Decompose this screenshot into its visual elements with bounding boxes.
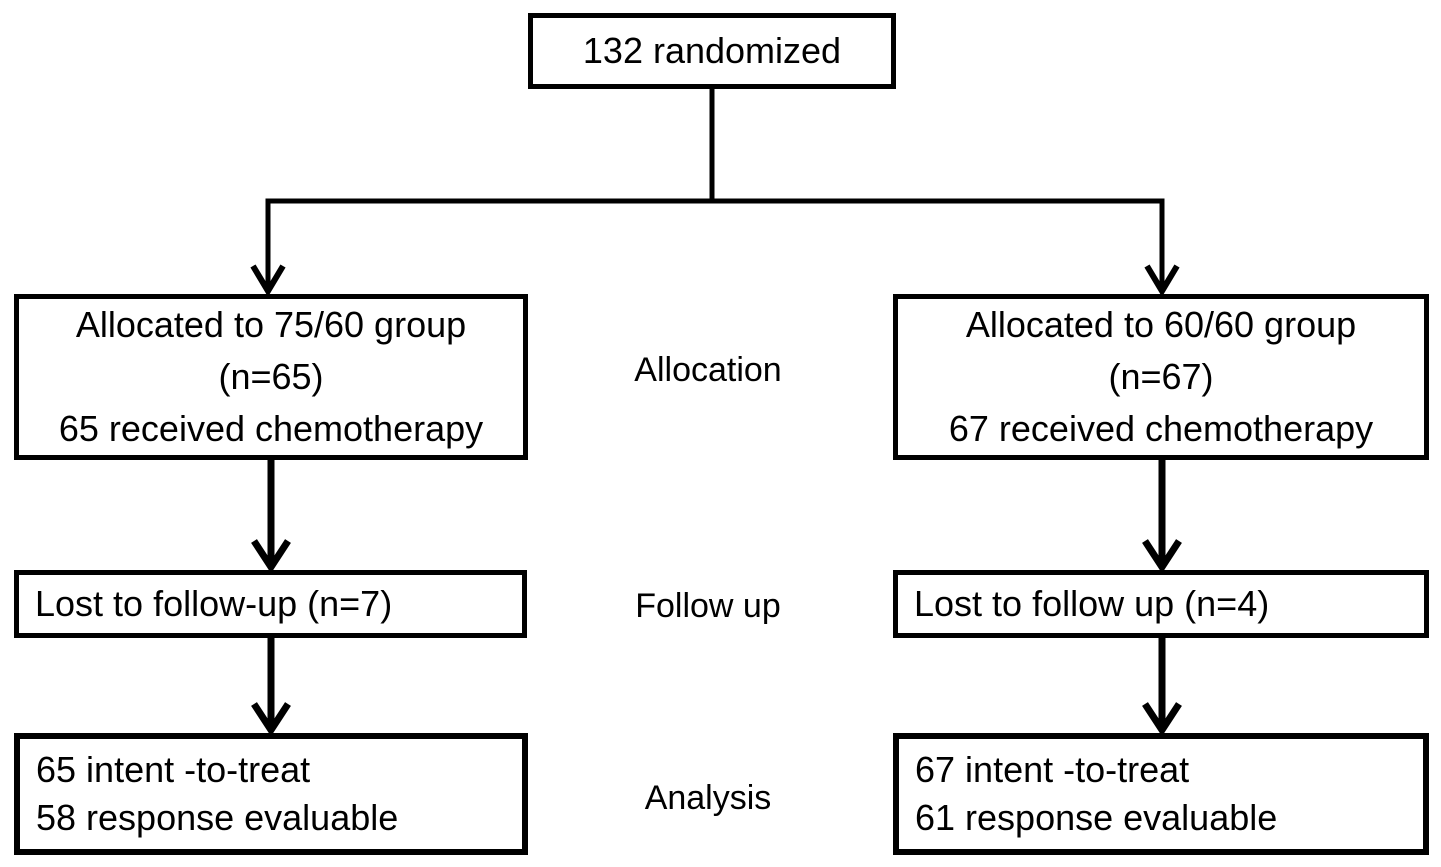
left-allocation-line3: 65 received chemotherapy (58, 408, 484, 449)
right-analysis-line2: 61 response evaluable (915, 797, 1278, 838)
arrowhead-right-analysis (1142, 702, 1182, 737)
arrowhead-right-followup (1142, 539, 1182, 574)
right-allocation-line2: (n=67) (1108, 356, 1214, 397)
left-followup-text: Lost to follow-up (n=7) (35, 583, 393, 624)
left-analysis-line1: 65 intent -to-treat (36, 749, 311, 790)
left-analysis-box: 65 intent -to-treat 58 response evaluabl… (14, 733, 528, 855)
arrowhead-left-allocation (250, 264, 286, 297)
allocation-stage-label: Allocation (634, 351, 782, 389)
arrowhead-left-analysis (251, 702, 291, 737)
right-analysis-line1: 67 intent -to-treat (915, 749, 1190, 790)
left-allocation-box: Allocated to 75/60 group (n=65) 65 recei… (14, 294, 528, 460)
right-followup-text: Lost to follow up (n=4) (914, 583, 1270, 624)
analysis-stage-label: Analysis (644, 779, 772, 817)
left-allocation-line1: Allocated to 75/60 group (75, 304, 467, 345)
right-analysis-box: 67 intent -to-treat 61 response evaluabl… (893, 733, 1429, 855)
follow-up-stage-label: Follow up (635, 587, 781, 625)
arrowhead-right-allocation (1144, 264, 1180, 297)
randomized-box-text: 132 randomized (582, 30, 842, 71)
left-allocation-line2: (n=65) (218, 356, 324, 397)
randomized-box: 132 randomized (528, 13, 896, 89)
left-analysis-line2: 58 response evaluable (36, 797, 399, 838)
right-followup-box: Lost to follow up (n=4) (893, 570, 1429, 638)
arrowhead-left-followup (251, 539, 291, 574)
left-followup-box: Lost to follow-up (n=7) (14, 570, 527, 638)
right-allocation-box: Allocated to 60/60 group (n=67) 67 recei… (893, 294, 1429, 460)
right-allocation-line3: 67 received chemotherapy (948, 408, 1374, 449)
right-allocation-line1: Allocated to 60/60 group (965, 304, 1357, 345)
